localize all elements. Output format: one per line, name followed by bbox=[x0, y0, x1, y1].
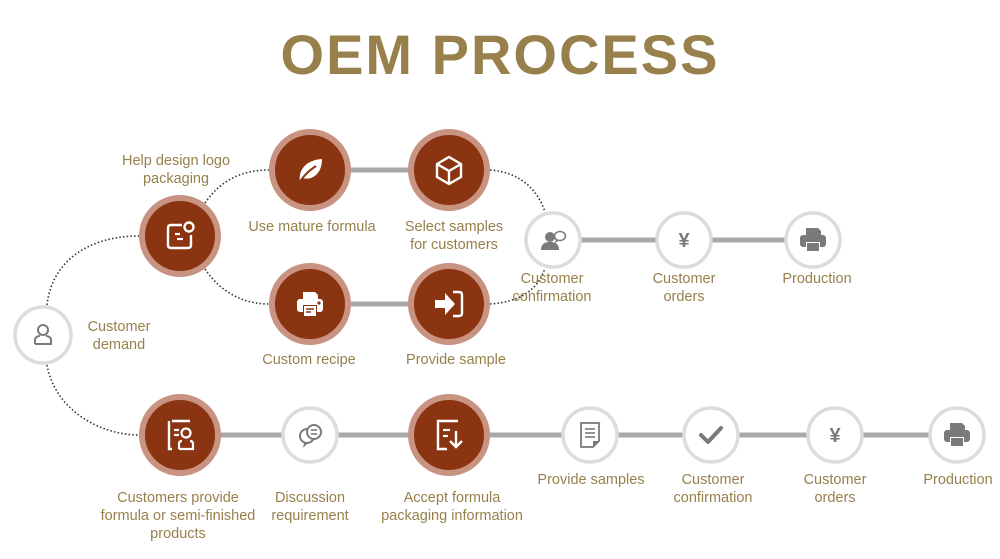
label-top-customer-orders: Customer orders bbox=[653, 270, 716, 306]
label-line: Customer bbox=[652, 271, 716, 287]
node-circle bbox=[655, 211, 713, 269]
label-custom-recipe: Custom recipe bbox=[262, 351, 355, 369]
label-line: Custom recipe bbox=[262, 352, 356, 368]
label-line: Use mature formula bbox=[248, 219, 376, 235]
node-bottom-customer-orders: ¥ bbox=[806, 406, 864, 464]
label-line: Help design logo bbox=[121, 153, 231, 169]
node-customer-demand bbox=[13, 305, 73, 365]
user-chat-icon bbox=[541, 230, 567, 250]
svg-text:¥: ¥ bbox=[678, 230, 690, 252]
label-line: confirmation bbox=[673, 490, 753, 506]
label-line: packaging bbox=[142, 171, 210, 187]
node-top-customer-confirmation bbox=[524, 211, 582, 269]
connector-customer-demand-to-help-design bbox=[46, 235, 140, 306]
node-custom-recipe bbox=[269, 263, 351, 345]
label-line: Customer bbox=[681, 472, 745, 488]
node-provide-samples bbox=[561, 406, 619, 464]
label-bottom-customer-confirmation: Customer confirmation bbox=[674, 471, 753, 507]
node-circle bbox=[806, 406, 864, 464]
user-icon bbox=[34, 324, 52, 345]
page-title: OEM PROCESS bbox=[280, 23, 720, 86]
label-line: Provide sample bbox=[406, 352, 506, 368]
label-line: Customer bbox=[520, 271, 584, 287]
label-line: Customer bbox=[87, 319, 151, 335]
label-help-design: Help design logo packaging bbox=[122, 152, 230, 188]
node-customers-provide bbox=[139, 394, 221, 476]
node-help-design bbox=[139, 195, 221, 277]
label-customer-demand: Customer demand bbox=[88, 318, 151, 354]
printer-icon bbox=[297, 292, 323, 316]
label-line: Production bbox=[782, 271, 852, 287]
label-discussion: Discussion requirement bbox=[271, 489, 348, 525]
box-icon bbox=[435, 155, 463, 186]
label-line: orders bbox=[814, 490, 856, 506]
yen-icon: ¥ bbox=[678, 230, 690, 252]
connector-help-design-to-use-mature-formula bbox=[204, 169, 270, 204]
svg-text:¥: ¥ bbox=[829, 425, 841, 447]
node-provide-sample bbox=[408, 263, 490, 345]
label-line: confirmation bbox=[512, 289, 592, 305]
label-line: Discussion bbox=[274, 490, 346, 506]
label-line: for customers bbox=[410, 237, 498, 253]
label-line: Select samples bbox=[404, 219, 504, 235]
sign-in-icon bbox=[435, 290, 464, 318]
label-provide-sample: Provide sample bbox=[406, 351, 506, 369]
node-circle bbox=[139, 394, 221, 476]
check-icon bbox=[699, 426, 723, 444]
printer-icon bbox=[944, 423, 970, 447]
label-accept-formula: Accept formula packaging information bbox=[381, 489, 523, 525]
node-circle bbox=[561, 406, 619, 464]
label-top-customer-confirmation: Customer confirmation bbox=[513, 270, 592, 306]
node-select-samples bbox=[408, 129, 490, 211]
label-use-mature-formula: Use mature formula bbox=[248, 218, 375, 236]
label-bottom-production: Production bbox=[923, 471, 992, 489]
node-circle bbox=[139, 195, 221, 277]
connector-help-design-to-custom-recipe bbox=[204, 268, 270, 305]
node-bottom-production bbox=[928, 406, 986, 464]
label-provide-samples: Provide samples bbox=[537, 471, 644, 489]
node-top-production bbox=[784, 211, 842, 269]
label-line: demand bbox=[92, 337, 146, 353]
node-circle bbox=[408, 394, 490, 476]
label-line: packaging information bbox=[381, 508, 523, 524]
connector-select-samples-to-top-customer-confirmation bbox=[489, 169, 546, 213]
label-line: Customer bbox=[803, 472, 867, 488]
node-circle bbox=[682, 406, 740, 464]
node-accept-formula bbox=[408, 394, 490, 476]
chat-bubbles-icon bbox=[299, 424, 322, 448]
label-line: orders bbox=[663, 289, 705, 305]
label-top-production: Production bbox=[782, 270, 851, 288]
node-top-customer-orders: ¥ bbox=[655, 211, 713, 269]
label-bottom-customer-orders: Customer orders bbox=[804, 471, 867, 507]
label-line: formula or semi-finished bbox=[100, 508, 256, 524]
nodes-layer: ¥¥ bbox=[13, 129, 986, 476]
label-line: Accept formula bbox=[403, 490, 501, 506]
printer-icon bbox=[800, 228, 826, 252]
connector-customer-demand-to-customers-provide bbox=[46, 364, 140, 436]
label-select-samples: Select samples for customers bbox=[405, 218, 503, 254]
label-customers-provide: Customers provide formula or semi-finishe… bbox=[101, 489, 256, 543]
node-use-mature-formula bbox=[269, 129, 351, 211]
node-bottom-customer-confirmation bbox=[682, 406, 740, 464]
label-line: Production bbox=[923, 472, 993, 488]
yen-icon: ¥ bbox=[829, 425, 841, 447]
label-line: Customers provide bbox=[117, 490, 239, 506]
document-icon bbox=[580, 422, 600, 448]
node-discussion bbox=[281, 406, 339, 464]
design-card-icon bbox=[166, 221, 195, 250]
form-user-icon bbox=[167, 419, 195, 451]
leaf-icon bbox=[298, 159, 322, 184]
connector-provide-sample-to-top-customer-confirmation bbox=[489, 267, 546, 305]
label-line: requirement bbox=[271, 508, 349, 524]
label-line: Provide samples bbox=[537, 472, 645, 488]
list-download-icon bbox=[436, 419, 463, 451]
label-line: products bbox=[150, 526, 206, 542]
